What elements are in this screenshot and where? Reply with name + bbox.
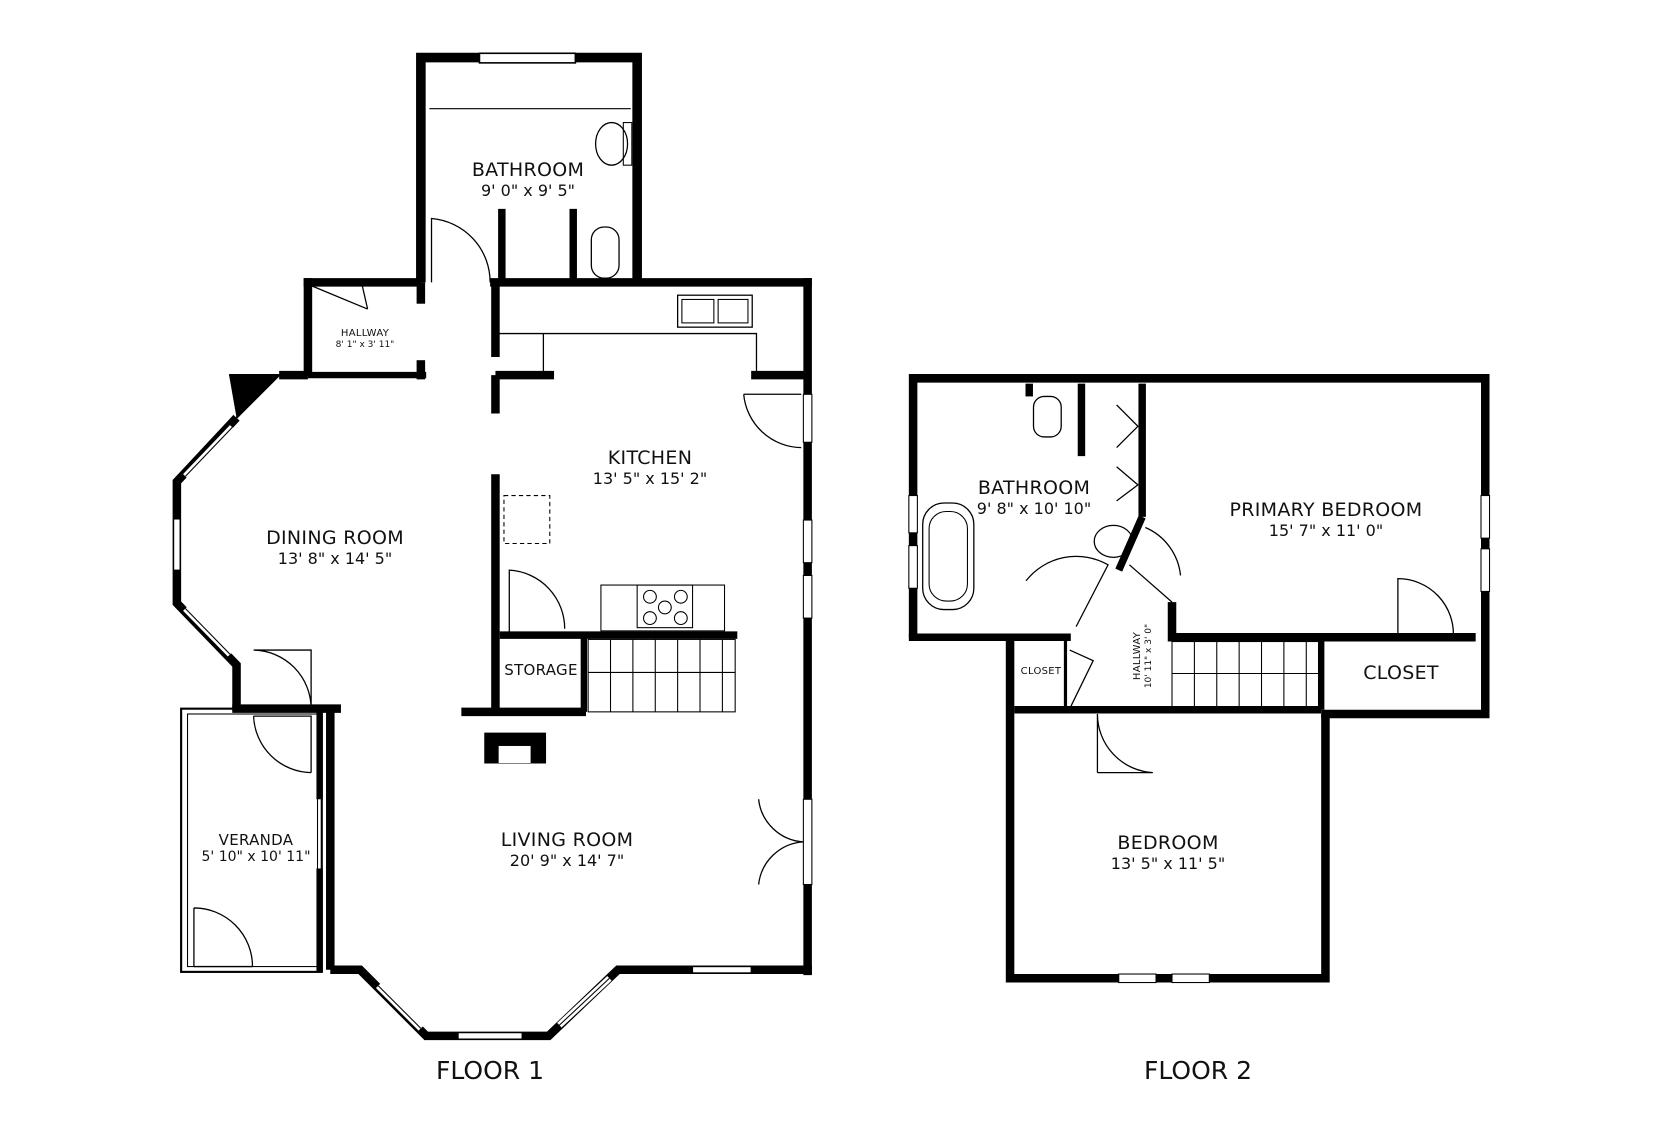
room-label-f1-bathroom: BATHROOM 9' 0" x 9' 5" <box>471 159 585 200</box>
room-label-f1-kitchen: KITCHEN 13' 5" x 15' 2" <box>592 447 708 488</box>
room-dimensions: 8' 1" x 3' 11" <box>335 339 395 350</box>
room-name: PRIMARY BEDROOM <box>1229 499 1423 521</box>
room-label-f2-closet-small: CLOSET <box>1021 666 1062 678</box>
room-name: LIVING ROOM <box>500 829 634 851</box>
floor-2-title: FLOOR 2 <box>1144 1056 1252 1085</box>
room-label-f2-bedroom: BEDROOM 13' 5" x 11' 5" <box>1110 832 1226 873</box>
room-name: CLOSET <box>1363 662 1439 684</box>
room-dimensions: 5' 10" x 10' 11" <box>201 849 311 866</box>
room-name: HALLWAY <box>1132 631 1144 681</box>
room-dimensions: 13' 8" x 14' 5" <box>277 548 393 568</box>
room-label-f2-bathroom: BATHROOM 9' 8" x 10' 10" <box>976 477 1092 518</box>
room-name: BEDROOM <box>1117 832 1219 854</box>
room-name: VERANDA <box>218 831 294 849</box>
room-name: BATHROOM <box>977 477 1091 499</box>
room-label-f1-veranda: VERANDA 5' 10" x 10' 11" <box>201 831 311 866</box>
room-label-f1-storage: STORAGE <box>504 661 578 679</box>
room-label-f1-dining-room: DINING ROOM 13' 8" x 14' 5" <box>266 527 404 568</box>
room-label-f2-closet: CLOSET <box>1363 662 1439 685</box>
room-label-f1-hallway: HALLWAY 8' 1" x 3' 11" <box>336 328 395 350</box>
room-name: STORAGE <box>504 661 578 679</box>
room-name: CLOSET <box>1020 666 1062 677</box>
room-label-f2-primary-bedroom: PRIMARY BEDROOM 15' 7" x 11' 0" <box>1229 499 1423 540</box>
room-dimensions: 9' 0" x 9' 5" <box>480 180 576 200</box>
floor-1-title: FLOOR 1 <box>436 1056 544 1085</box>
room-name: DINING ROOM <box>266 527 404 549</box>
room-dimensions: 20' 9" x 14' 7" <box>509 850 625 870</box>
floor-1-walls <box>172 52 813 1041</box>
floor-2-walls <box>908 374 1491 984</box>
room-name: HALLWAY <box>340 328 390 339</box>
room-dimensions: 15' 7" x 11' 0" <box>1268 520 1384 540</box>
room-dimensions: 9' 8" x 10' 10" <box>976 498 1092 518</box>
room-label-f2-hallway: HALLWAY 10' 11" x 3' 0" <box>1132 624 1154 688</box>
room-dimensions: 10' 11" x 3' 0" <box>1143 623 1154 689</box>
room-dimensions: 13' 5" x 11' 5" <box>1110 853 1226 873</box>
room-name: BATHROOM <box>471 159 585 181</box>
room-dimensions: 13' 5" x 15' 2" <box>592 468 708 488</box>
room-name: KITCHEN <box>607 447 693 469</box>
room-label-f1-living-room: LIVING ROOM 20' 9" x 14' 7" <box>500 829 634 870</box>
